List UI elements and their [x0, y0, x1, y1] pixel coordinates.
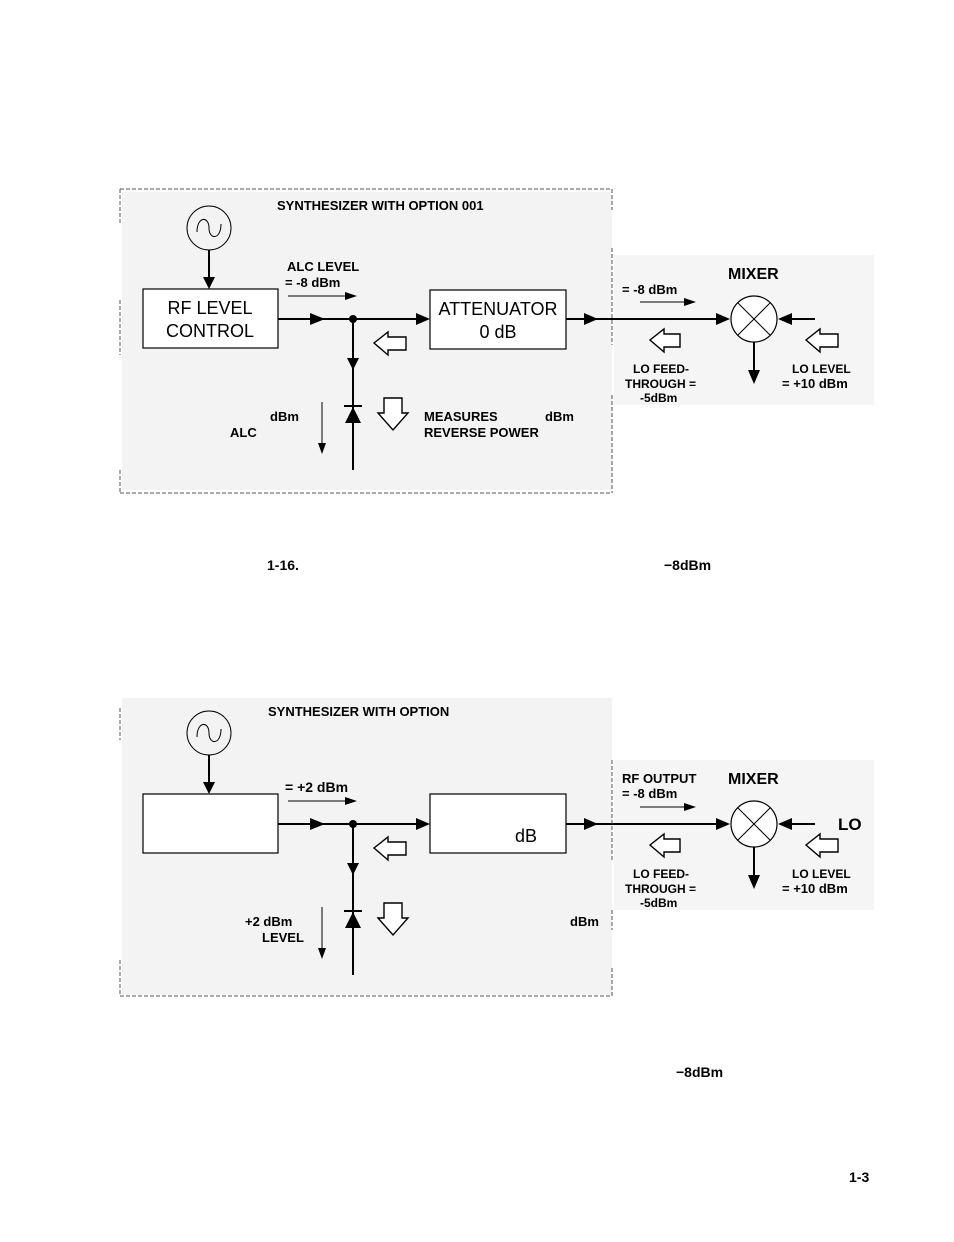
arrow-down-icon	[748, 370, 760, 384]
arrow-down-icon	[318, 443, 326, 454]
lo-feedthrough-label-1: LO FEED-	[633, 362, 689, 376]
lo-level-label-2: = +10 dBm	[782, 881, 848, 896]
arrow-right-icon	[345, 797, 357, 805]
measures-label: MEASURES	[424, 409, 498, 424]
arrow-right-icon	[345, 292, 357, 300]
attenuator-box-2	[429, 793, 567, 854]
rf-output-level: = -8 dBm	[622, 282, 677, 297]
attenuator-label-1: ATTENUATOR	[438, 299, 557, 319]
lo-feedthrough-label-1: LO FEED-	[633, 867, 689, 881]
reverse-power-arrow-icon	[372, 330, 407, 357]
measures-arrow-icon	[376, 397, 410, 432]
lo-feedthrough-label-2: THROUGH =	[625, 882, 696, 896]
lo-feedthrough-label-2: THROUGH =	[625, 377, 696, 391]
diagram-1: SYNTHESIZER WITH OPTION 001 RF LEVEL CON…	[119, 188, 874, 494]
alc-level-value: = -8 dBm	[285, 275, 340, 290]
measures-arrow-icon	[376, 902, 410, 937]
attenuator-box	[429, 289, 567, 350]
arrow-down-icon	[748, 875, 760, 889]
mixer-label-2: MIXER	[728, 771, 779, 788]
rf-level-control-label-1: RF LEVEL	[167, 298, 252, 318]
lo-level-label-2: = +10 dBm	[782, 376, 848, 391]
arrow-down-icon	[347, 358, 359, 370]
mixer-label: MIXER	[728, 266, 779, 283]
arrow-right-icon	[416, 313, 430, 325]
arrow-right-icon	[310, 818, 325, 830]
reverse-power-label: REVERSE POWER	[424, 425, 539, 440]
arrow-right-icon	[684, 803, 696, 811]
lo-feedthrough-arrow-icon	[648, 327, 681, 354]
detector-diode-icon	[345, 912, 361, 928]
alc-level-label: ALC LEVEL	[287, 259, 359, 274]
rf-level-control-box	[142, 288, 279, 349]
page-number: 1-3	[849, 1169, 870, 1185]
arrow-down-icon	[203, 277, 215, 289]
reverse-power-arrow-icon	[372, 835, 407, 862]
rf-output-label: RF OUTPUT	[622, 771, 696, 786]
alc-level-value-2: = +2 dBm	[285, 779, 348, 795]
lo-feedthrough-label-3: -5dBm	[640, 896, 677, 910]
arrow-right-icon	[584, 818, 598, 830]
arrow-right-icon	[716, 313, 730, 325]
rf-level-control-box	[142, 793, 279, 854]
lo-level-arrow-icon	[804, 832, 839, 859]
measures-dbm-label: dBm	[545, 409, 574, 424]
figure-number: 1-16.	[267, 557, 299, 573]
alc-level-label-2: LEVEL	[262, 930, 304, 945]
arrow-down-icon	[347, 863, 359, 875]
detector-diode-icon	[345, 407, 361, 423]
arrow-right-icon	[416, 818, 430, 830]
attenuator-db-label: dB	[515, 826, 537, 846]
mixer-cross-b	[737, 807, 771, 841]
arrow-right-icon	[310, 313, 325, 325]
lo-level-label-1: LO LEVEL	[792, 362, 851, 376]
mixer-cross-b	[737, 302, 771, 336]
diagram-2: SYNTHESIZER WITH OPTION = +2 dBm dB +2 d…	[119, 698, 874, 997]
alc-label: ALC	[230, 425, 257, 440]
synth-title-1: SYNTHESIZER WITH OPTION 001	[277, 198, 484, 213]
arrow-right-icon	[684, 298, 696, 306]
synth-title-2: SYNTHESIZER WITH OPTION	[268, 704, 449, 719]
lo-feedthrough-label-3: -5dBm	[640, 391, 677, 405]
caption-1-level: −8dBm	[664, 557, 712, 573]
measures-dbm-label-2: dBm	[570, 914, 599, 929]
arrow-right-icon	[716, 818, 730, 830]
arrow-left-icon	[778, 818, 792, 830]
lo-feedthrough-arrow-icon	[648, 832, 681, 859]
sine-wave-icon	[196, 219, 222, 237]
alc-dbm-label: dBm	[270, 409, 299, 424]
alc-dbm-label-2: +2 dBm	[245, 914, 292, 929]
caption-2-level: −8dBm	[676, 1064, 724, 1080]
lo-level-label-1: LO LEVEL	[792, 867, 851, 881]
arrow-left-icon	[778, 313, 792, 325]
rf-level-control-label-2: CONTROL	[166, 321, 254, 341]
lo-level-arrow-icon	[804, 327, 839, 354]
attenuator-label-2: 0 dB	[479, 322, 516, 342]
arrow-down-icon	[203, 782, 215, 794]
arrow-down-icon	[318, 948, 326, 959]
sine-wave-icon	[196, 724, 222, 742]
rf-output-level-2: = -8 dBm	[622, 786, 677, 801]
lo-label-2: LO	[838, 815, 862, 834]
